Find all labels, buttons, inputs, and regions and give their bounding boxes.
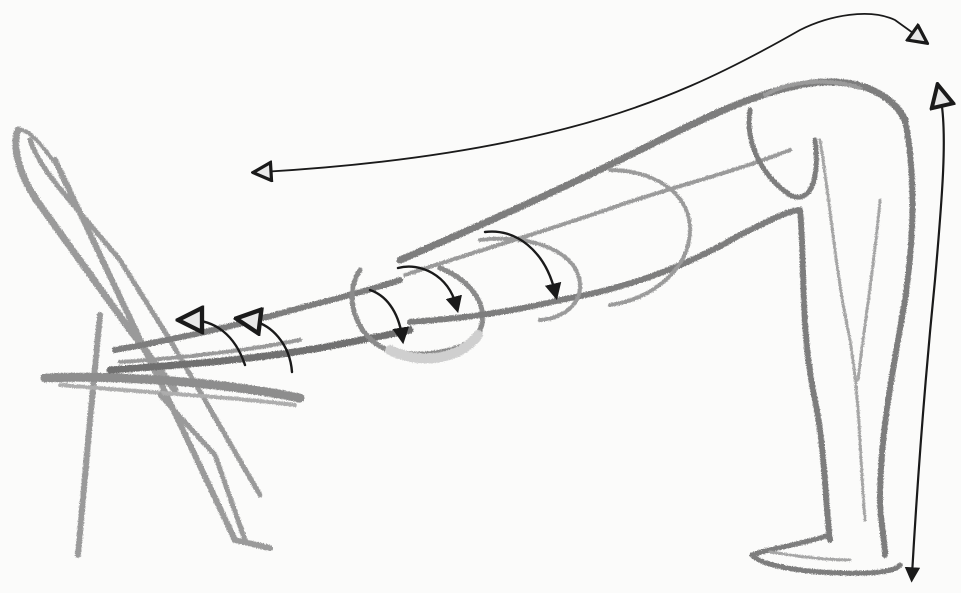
- sketch-canvas: [0, 0, 961, 593]
- sketch-svg: [0, 0, 961, 593]
